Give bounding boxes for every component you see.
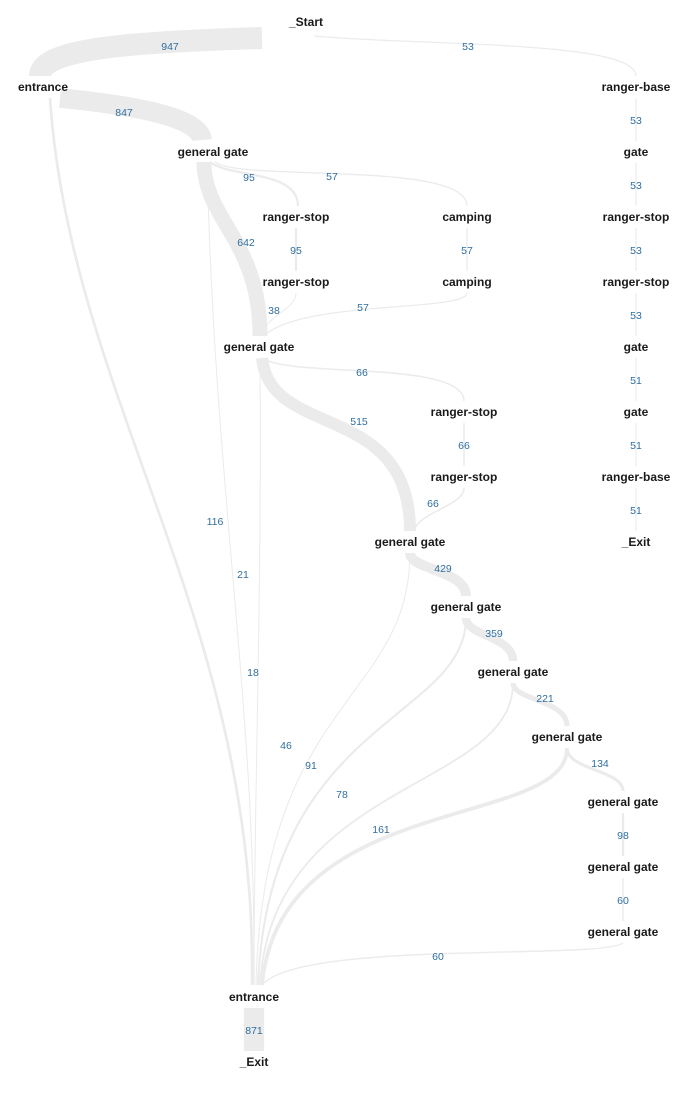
node-label-entrance1: entrance xyxy=(18,80,68,94)
node-label-camp1: camping xyxy=(442,210,491,224)
flow-edge-value-gg1-to-rs1: 95 xyxy=(243,172,255,184)
flow-edge-gg2-to-gg3 xyxy=(256,357,416,532)
flow-edge-gg2-to-entrance2 xyxy=(253,357,261,986)
flow-edge-value-entrance2-to-exit1: 871 xyxy=(245,1025,263,1037)
flow-edge-value-gg4-to-gg5: 359 xyxy=(485,628,503,640)
flow-edge-entrance1-to-gg1 xyxy=(59,88,212,143)
flow-edge-labels: 947 53 847 116 95 57 642 21 95 57 38 57 66 515 18 66 66 4… xyxy=(115,41,642,1037)
flow-edge-value-entrance1-to-gg1: 847 xyxy=(115,107,133,119)
flow-edge-entrance1-to-entrance2 xyxy=(48,97,254,986)
node-label-gg2: general gate xyxy=(224,340,295,354)
flow-edge-value-gg4-to-entrance2: 91 xyxy=(305,760,317,772)
flow-edge-value-gg3-to-gg4: 429 xyxy=(434,563,452,575)
flow-edge-value-gate3-to-rb2: 51 xyxy=(630,440,642,452)
flow-edge-gg2-to-rs3 xyxy=(261,357,465,402)
flow-edge-value-gg8-to-gg9: 60 xyxy=(617,895,629,907)
flow-edge-rs4-to-gg3 xyxy=(413,487,465,532)
flow-edge-value-rb2-to-exit2: 51 xyxy=(630,505,642,517)
node-label-entrance2: entrance xyxy=(229,990,279,1004)
flow-edge-value-rs3-to-rs4: 66 xyxy=(458,440,470,452)
node-label-rs6: ranger-stop xyxy=(603,275,670,289)
flow-edge-value-gg2-to-rs3: 66 xyxy=(356,367,368,379)
flow-edge-value-gg6-to-entrance2: 161 xyxy=(372,824,390,836)
node-label-rs2: ranger-stop xyxy=(263,275,330,289)
node-label-exit2: _Exit xyxy=(621,535,651,549)
flow-edge-gg1-to-entrance2 xyxy=(206,161,255,986)
node-label-rs1: ranger-stop xyxy=(263,210,330,224)
flow-edge-value-gg1-to-entrance2: 21 xyxy=(237,569,249,581)
node-label-gg5: general gate xyxy=(478,665,549,679)
flow-edge-value-gg3-to-entrance2: 46 xyxy=(280,740,292,752)
node-label-gg8: general gate xyxy=(588,860,659,874)
flow-edge-value-rs4-to-gg3: 66 xyxy=(427,498,439,510)
flow-edge-gg1-to-camp1 xyxy=(214,161,468,207)
flow-edge-gg5-to-entrance2 xyxy=(259,682,514,986)
flow-edge-value-rs2-to-gg2: 38 xyxy=(268,305,280,317)
node-label-gg7: general gate xyxy=(588,795,659,809)
node-label-rs4: ranger-stop xyxy=(431,470,498,484)
flow-edge-gg5-to-gg6 xyxy=(510,682,570,727)
node-label-rs3: ranger-stop xyxy=(431,405,498,419)
node-label-rs5: ranger-stop xyxy=(603,210,670,224)
flow-edge-value-gg1-to-gg2: 642 xyxy=(237,237,255,249)
flow-edge-value-rs6-to-gate2: 53 xyxy=(630,310,642,322)
flow-edge-value-gg2-to-entrance2: 18 xyxy=(247,667,259,679)
flow-edges xyxy=(29,27,637,1051)
flow-edge-value-rs5-to-rs6: 53 xyxy=(630,245,642,257)
flow-edge-value-gg2-to-gg3: 515 xyxy=(350,416,368,428)
flow-edge-value-entrance1-to-entrance2: 116 xyxy=(207,516,224,528)
flow-edge-start-to-rb1 xyxy=(313,35,637,77)
flow-edge-gg3-to-gg4 xyxy=(405,551,471,598)
flow-edge-gg6-to-entrance2 xyxy=(260,747,569,986)
flow-edge-value-gate1-to-rs5: 53 xyxy=(630,180,642,192)
flow-edge-value-rb1-to-gate1: 53 xyxy=(630,115,642,127)
flow-edge-value-gg5-to-entrance2: 78 xyxy=(336,789,348,801)
flow-edge-value-gg6-to-gg7: 134 xyxy=(591,758,609,770)
flow-edge-gg4-to-gg5 xyxy=(461,616,518,662)
flow-edge-gg3-to-entrance2 xyxy=(255,552,411,986)
node-label-camp2: camping xyxy=(442,275,491,289)
node-label-exit1: _Exit xyxy=(239,1055,269,1069)
flow-edge-value-camp1-to-camp2: 57 xyxy=(461,245,473,257)
node-label-rb2: ranger-base xyxy=(602,470,671,484)
flow-edge-gg6-to-gg7 xyxy=(565,747,625,792)
flow-edge-value-gg9-to-entrance2: 60 xyxy=(432,951,444,963)
flow-edge-value-gg5-to-gg6: 221 xyxy=(536,693,554,705)
flow-edge-start-to-entrance1 xyxy=(29,27,263,79)
node-label-gg1: general gate xyxy=(178,145,249,159)
node-label-gate2: gate xyxy=(624,340,649,354)
flow-edge-rs2-to-gg2 xyxy=(261,292,297,337)
flow-edge-value-gg7-to-gg8: 98 xyxy=(617,830,629,842)
node-label-rb1: ranger-base xyxy=(602,80,671,94)
node-label-gate1: gate xyxy=(624,145,649,159)
flow-edge-gg9-to-entrance2 xyxy=(261,942,624,986)
flow-edge-camp2-to-gg2 xyxy=(263,292,468,337)
flow-edge-value-gate2-to-gate3: 51 xyxy=(630,375,642,387)
node-label-gg6: general gate xyxy=(532,730,603,744)
node-label-gg4: general gate xyxy=(431,600,502,614)
flow-edge-value-camp2-to-gg2: 57 xyxy=(357,302,369,314)
flow-node-labels: _Start entrance general gate ranger-stop ran… xyxy=(18,15,671,1069)
flow-edge-gg1-to-rs1 xyxy=(209,161,300,207)
node-label-gg9: general gate xyxy=(588,925,659,939)
flow-edge-value-gg1-to-camp1: 57 xyxy=(326,171,338,183)
flow-edge-gg1-to-gg2 xyxy=(196,161,268,337)
flow-edge-gg4-to-entrance2 xyxy=(256,617,468,986)
flow-edge-value-start-to-rb1: 53 xyxy=(462,41,474,53)
node-label-gg3: general gate xyxy=(375,535,446,549)
node-label-gate3: gate xyxy=(624,405,649,419)
flow-edge-value-start-to-entrance1: 947 xyxy=(161,41,179,53)
node-label-start: _Start xyxy=(288,15,323,29)
flow-edge-value-rs1-to-rs2: 95 xyxy=(290,245,302,257)
